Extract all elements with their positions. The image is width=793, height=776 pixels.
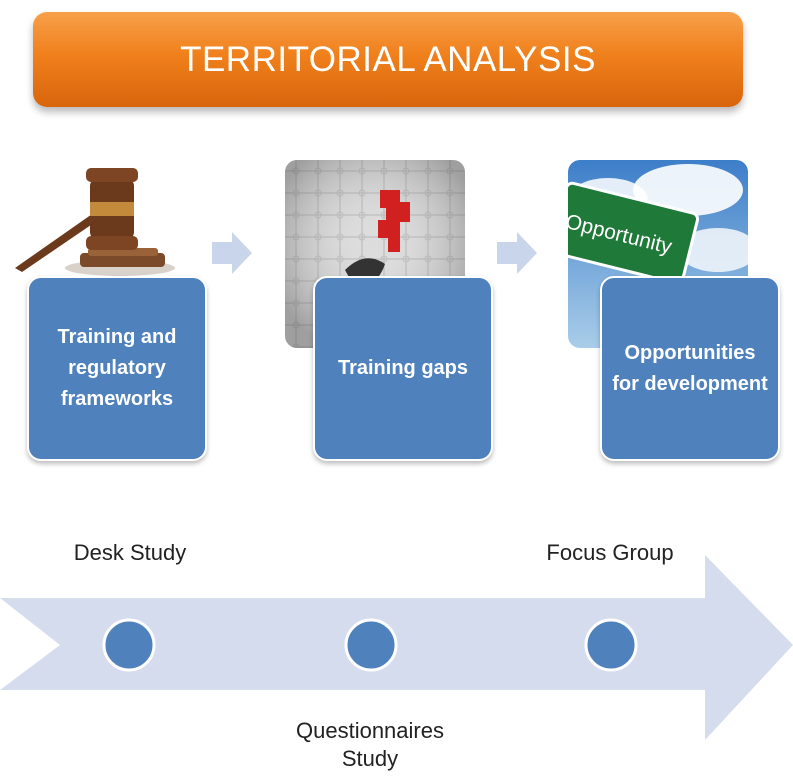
timeline-arrow bbox=[0, 555, 793, 740]
method-label-questionnaires-line2: Study bbox=[341, 746, 399, 771]
arrow-right-icon bbox=[497, 232, 537, 274]
gavel-icon bbox=[10, 150, 185, 280]
timeline-dot bbox=[102, 618, 156, 672]
opportunity-sign-icon: Opportunity bbox=[568, 160, 748, 348]
method-label-questionnaires-line1: Questionnaires bbox=[296, 718, 444, 743]
step-card-opportunities: Opportunities for development bbox=[600, 276, 780, 461]
diagram-title: TERRITORIAL ANALYSIS bbox=[180, 39, 596, 79]
step-label: Training and regulatory frameworks bbox=[57, 326, 177, 410]
method-label-questionnaires: Questionnaires Study bbox=[250, 717, 490, 773]
method-label-focus: Focus Group bbox=[546, 540, 674, 565]
step-label: Opportunities for development bbox=[612, 341, 768, 395]
method-label-desk: Desk Study bbox=[73, 540, 187, 565]
timeline-dot bbox=[344, 618, 398, 672]
step-label: Training gaps bbox=[337, 357, 469, 379]
step-card-frameworks: Training and regulatory frameworks bbox=[27, 276, 207, 461]
timeline-dot bbox=[584, 618, 638, 672]
title-banner: TERRITORIAL ANALYSIS bbox=[33, 12, 743, 107]
step-card-training-gaps: Training gaps bbox=[313, 276, 493, 461]
arrow-right-icon bbox=[212, 232, 252, 274]
